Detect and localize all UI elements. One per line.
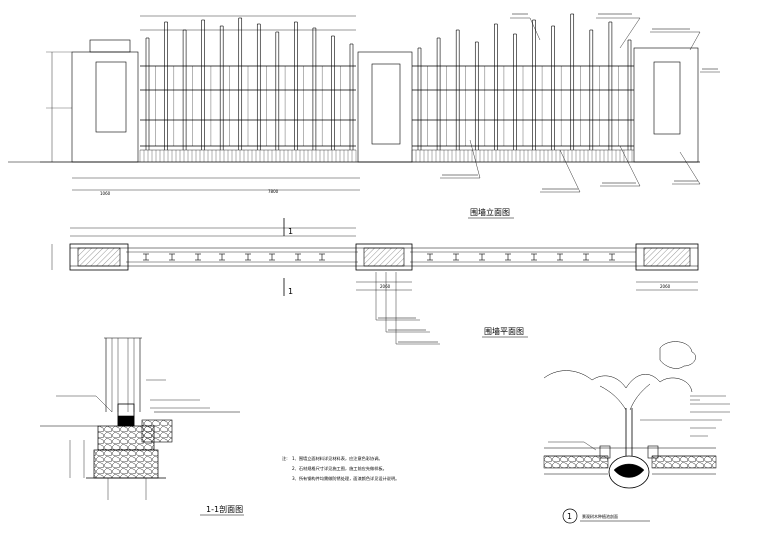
wall-elevation [8, 13, 720, 193]
right-pier [633, 47, 699, 163]
elevation-dim-left: 1060 [100, 191, 111, 196]
wall-plan [51, 227, 699, 345]
note-line-3: 3、所有钢构件均需做防锈处理，面漆颜色详见设计说明。 [292, 475, 399, 482]
section-title: 1-1剖面图 [206, 504, 243, 514]
plan-dim-right: 2060 [660, 284, 671, 289]
elevation-title: 围墙立面图 [470, 207, 510, 217]
wall-section [40, 337, 240, 500]
fence-panel-right [411, 13, 634, 162]
note-line-1: 1、围墙立面材料详见材料表，应注意色彩协调。 [292, 455, 383, 462]
fence-panel-left [139, 17, 357, 162]
elevation-dim-mid: 7800 [268, 189, 279, 194]
notes-block: 注: 1、围墙立面材料详见材料表，应注意色彩协调。 2、石材规格尺寸详见施工图，… [282, 455, 399, 482]
left-pier [71, 39, 139, 163]
tree-pit-title: 景观树木种植池剖面 [582, 513, 618, 519]
tree-pit-detail [543, 341, 730, 489]
section-cut-number-top: 1 [288, 227, 293, 236]
middle-pier [357, 51, 413, 163]
note-line-2: 2、石材规格尺寸详见施工图，施工前应先做样板。 [292, 465, 387, 472]
plan-pier-middle [355, 243, 413, 271]
section-cut-number-bottom: 1 [288, 287, 293, 296]
detail-marker: 1 [562, 508, 578, 524]
elevation-annotations [442, 13, 718, 190]
plan-title: 围墙平面图 [484, 326, 524, 336]
detail-marker-number: 1 [567, 512, 572, 521]
plan-posts [143, 253, 615, 261]
plan-pier-right [635, 243, 699, 271]
plan-pier-left [69, 243, 129, 271]
plan-dim-middle: 2060 [380, 284, 391, 289]
notes-prefix: 注: [282, 455, 288, 462]
